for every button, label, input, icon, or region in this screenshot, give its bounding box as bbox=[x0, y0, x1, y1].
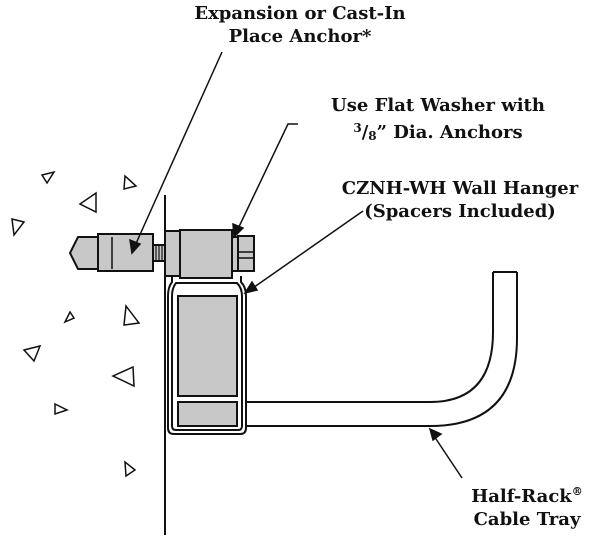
cable-tray-rod-bottom bbox=[246, 272, 494, 403]
anchor-tip bbox=[68, 236, 99, 270]
tray-callout-line1: Half-Rack® bbox=[437, 480, 613, 508]
leader-washer bbox=[235, 123, 298, 234]
hanger-window-upper bbox=[177, 295, 238, 397]
hex-nut bbox=[237, 235, 255, 272]
aggregate-triangle bbox=[54, 402, 69, 416]
washer-callout-line2-rest: ” Dia. Anchors bbox=[376, 122, 523, 143]
leader-tray bbox=[431, 432, 463, 479]
anchor-thread-lines bbox=[155, 245, 163, 261]
hanger-callout-line1: CZNH-WH Wall Hanger bbox=[341, 178, 579, 199]
aggregate-triangle bbox=[123, 304, 141, 326]
hanger-callout-line2: (Spacers Included) bbox=[364, 201, 556, 222]
hanger-top-block bbox=[164, 229, 255, 279]
hanger-window-lower bbox=[177, 401, 238, 427]
hanger-outer-outline bbox=[167, 276, 247, 435]
washer-callout: Use Flat Washer with 3/8” Dia. Anchors bbox=[268, 94, 608, 148]
anchor-callout-line1: Expansion or Cast-In bbox=[194, 3, 406, 24]
anchor-sleeve bbox=[97, 233, 154, 272]
aggregate-triangle bbox=[22, 344, 42, 363]
aggregate-triangle bbox=[11, 218, 26, 237]
leader-anchor bbox=[133, 51, 223, 249]
fraction-denominator: 8 bbox=[368, 129, 377, 143]
fraction-slash: / bbox=[361, 122, 369, 143]
hanger-inner-outline bbox=[171, 282, 243, 431]
leader-hanger-arrowhead bbox=[243, 280, 259, 295]
tray-callout-line2: Cable Tray bbox=[473, 509, 581, 530]
concrete-aggregate bbox=[11, 170, 141, 478]
leader-anchor-arrowhead bbox=[129, 238, 142, 255]
leader-washer-arrowhead bbox=[232, 222, 245, 239]
leader-lines bbox=[129, 51, 463, 479]
anchor-callout: Expansion or Cast-In Place Anchor* bbox=[150, 2, 450, 48]
aggregate-triangle bbox=[40, 170, 56, 185]
hanger-top-plate bbox=[179, 229, 233, 279]
aggregate-triangle bbox=[123, 174, 138, 190]
cable-tray-rod bbox=[246, 271, 518, 427]
expansion-anchor bbox=[68, 233, 167, 272]
cable-tray-rod-top bbox=[246, 272, 518, 427]
leader-hanger bbox=[249, 210, 364, 291]
aggregate-triangle bbox=[78, 191, 97, 214]
tray-callout-name: Half-Rack bbox=[471, 486, 572, 507]
fraction-numerator: 3 bbox=[353, 121, 362, 135]
aggregate-triangle bbox=[63, 310, 76, 324]
wall-hanger-bracket bbox=[167, 276, 247, 435]
washer-callout-line2: 3/8” Dia. Anchors bbox=[268, 117, 608, 148]
aggregate-triangle bbox=[124, 460, 137, 478]
washer-callout-line1: Use Flat Washer with bbox=[331, 95, 545, 116]
tray-callout: Half-Rack® Cable Tray bbox=[437, 480, 613, 531]
anchor-callout-line2: Place Anchor* bbox=[228, 26, 372, 47]
hanger-callout: CZNH-WH Wall Hanger (Spacers Included) bbox=[300, 177, 613, 223]
registered-mark: ® bbox=[571, 485, 583, 498]
leader-tray-arrowhead bbox=[428, 427, 443, 442]
aggregate-triangle bbox=[111, 365, 135, 388]
